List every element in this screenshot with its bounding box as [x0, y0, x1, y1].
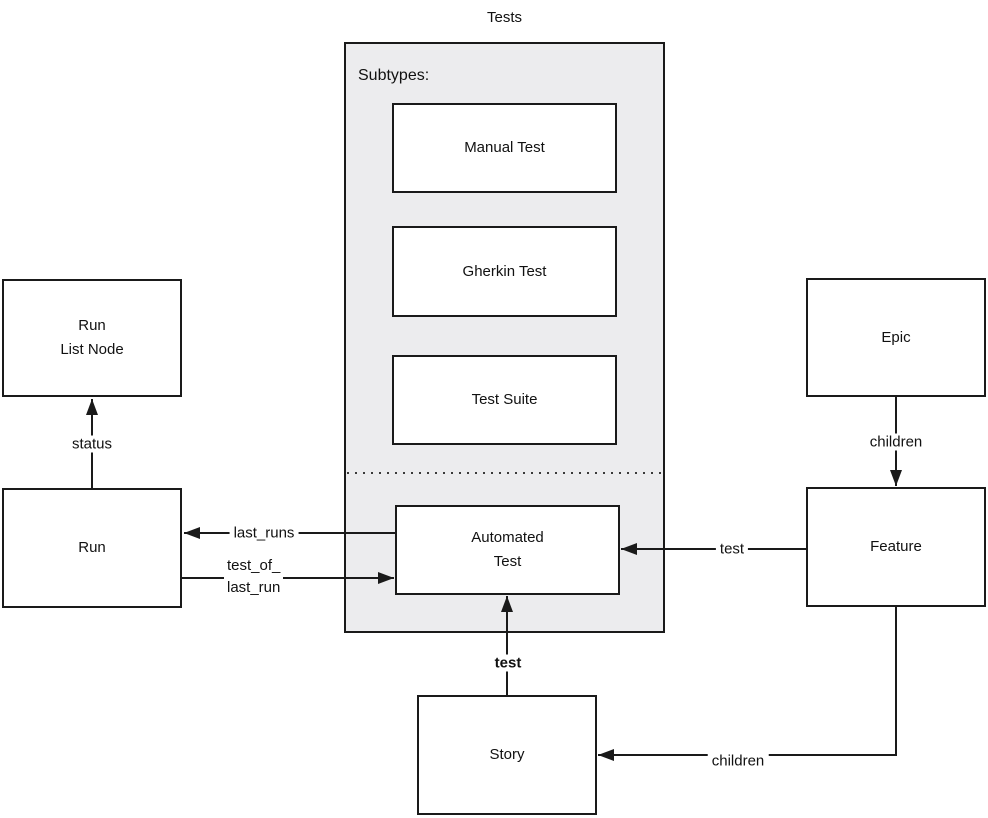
- node-run-list-node: Run List Node: [2, 279, 182, 397]
- node-test-suite-label: Test Suite: [471, 391, 538, 408]
- node-feature: Feature: [806, 487, 986, 607]
- node-run: Run: [2, 488, 182, 608]
- node-gherkin-test-label: Gherkin Test: [462, 262, 547, 280]
- node-epic-label: Epic: [881, 328, 911, 346]
- node-automated-test-label-line1: Automated: [471, 529, 544, 546]
- edge-label-test-of-last-run-line1: test_of_: [227, 557, 281, 574]
- edge-label-test-of-last-run: test_of_ last_run: [224, 554, 284, 600]
- edge-label-status: status: [67, 435, 117, 453]
- edge-label-children-feature-story: children: [707, 752, 769, 770]
- node-automated-test-label-line2: Test: [493, 553, 522, 570]
- node-manual-test: Manual Test: [392, 103, 617, 193]
- edge-label-test-feature-automated: test: [715, 540, 749, 558]
- node-run-label: Run: [78, 539, 106, 556]
- node-automated-test: Automated Test: [395, 505, 620, 595]
- node-test-suite: Test Suite: [392, 355, 617, 445]
- node-story: Story: [417, 695, 597, 815]
- node-feature-label: Feature: [870, 538, 922, 555]
- subtype-separator-dotted-line: [347, 472, 662, 474]
- node-run-list-node-label-line2: List Node: [60, 341, 124, 358]
- subtypes-label: Subtypes:: [358, 67, 430, 84]
- tests-group-title: Tests: [486, 9, 522, 26]
- edge-label-children-epic-feature: children: [865, 433, 927, 451]
- node-story-label: Story: [489, 746, 525, 763]
- edge-label-test-of-last-run-line2: last_run: [227, 579, 281, 596]
- node-run-list-node-label-line1: Run: [78, 317, 106, 334]
- node-epic: Epic: [806, 278, 986, 397]
- node-gherkin-test: Gherkin Test: [392, 226, 617, 317]
- node-manual-test-label: Manual Test: [464, 139, 545, 156]
- edge-label-last-runs: last_runs: [229, 524, 299, 542]
- edge-label-test-story-automated: test: [490, 654, 526, 672]
